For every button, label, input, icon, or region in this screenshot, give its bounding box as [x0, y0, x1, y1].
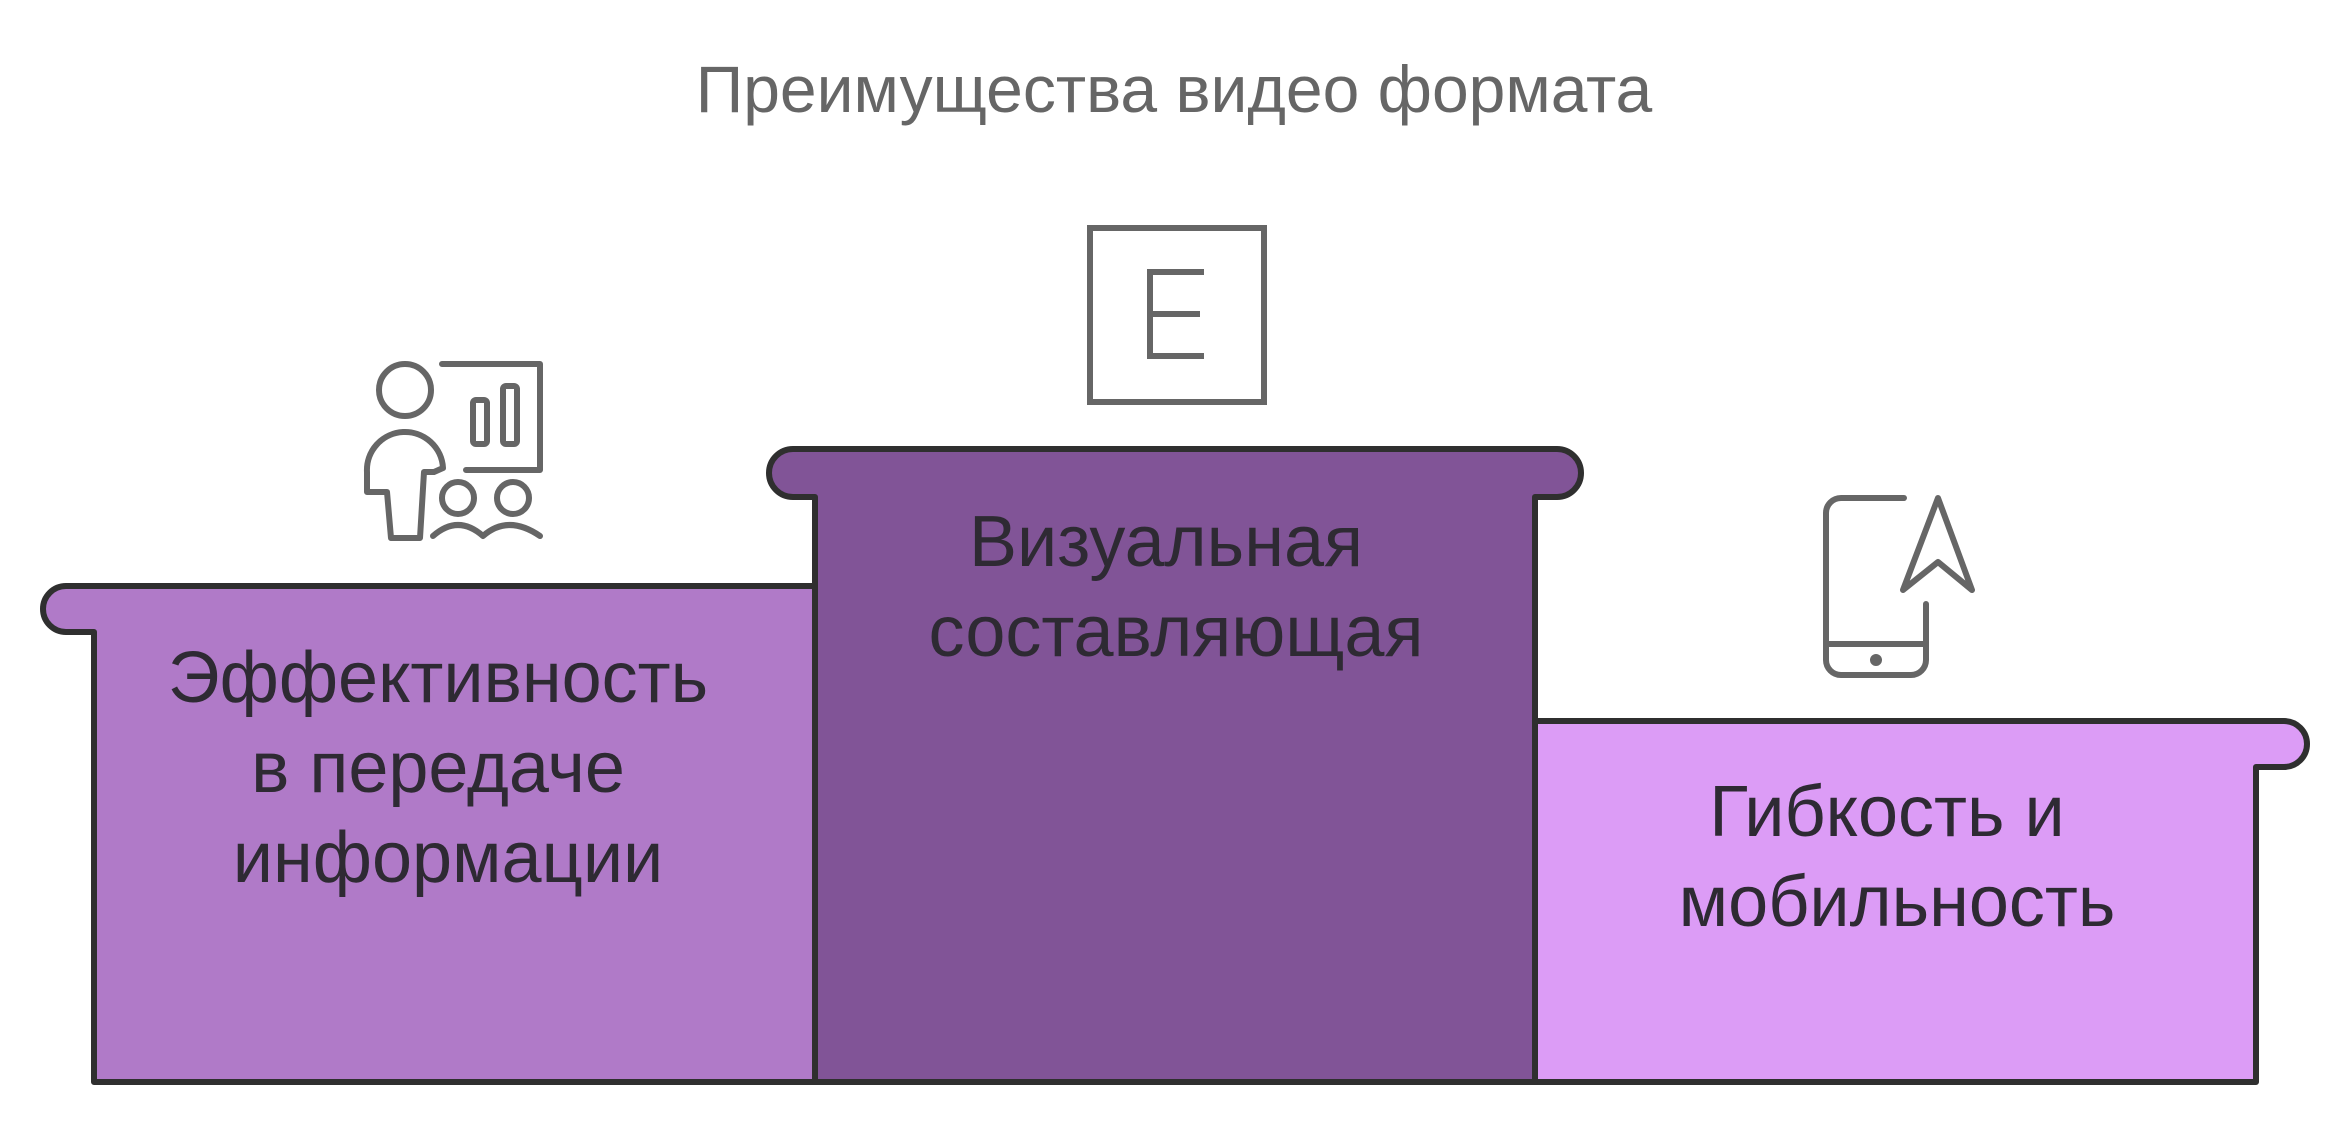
- presentation-icon: [363, 361, 543, 541]
- podium-left-body: [40, 583, 818, 1085]
- mobile-navigation-icon: [1823, 495, 1975, 678]
- podium-block-right: [1532, 718, 2310, 1085]
- podium-center-label: Визуальная составляющая: [929, 502, 1424, 672]
- podium-right-line-1: Гибкость и: [1709, 772, 2064, 852]
- diagram-title: Преимущества видео формата: [696, 52, 1653, 126]
- podium-left-line-3: информации: [233, 818, 664, 898]
- podium-left-label: Эффективность в передаче информации: [168, 638, 728, 898]
- podium-left-line-2: в передаче: [251, 728, 625, 808]
- podium-right-label: Гибкость и мобильность: [1679, 772, 2116, 942]
- podium-block-center: [766, 446, 1584, 1085]
- letter-e-icon: [1087, 225, 1267, 405]
- podium-left-line-1: Эффективность: [168, 638, 708, 718]
- podium-right-body: [1532, 718, 2310, 1085]
- podium-right-line-2: мобильность: [1679, 862, 2116, 942]
- podium-center-body: [766, 446, 1584, 1085]
- podium-center-line-2: составляющая: [929, 592, 1424, 672]
- podium-center-line-1: Визуальная: [969, 502, 1363, 582]
- podium-block-left: [40, 583, 818, 1085]
